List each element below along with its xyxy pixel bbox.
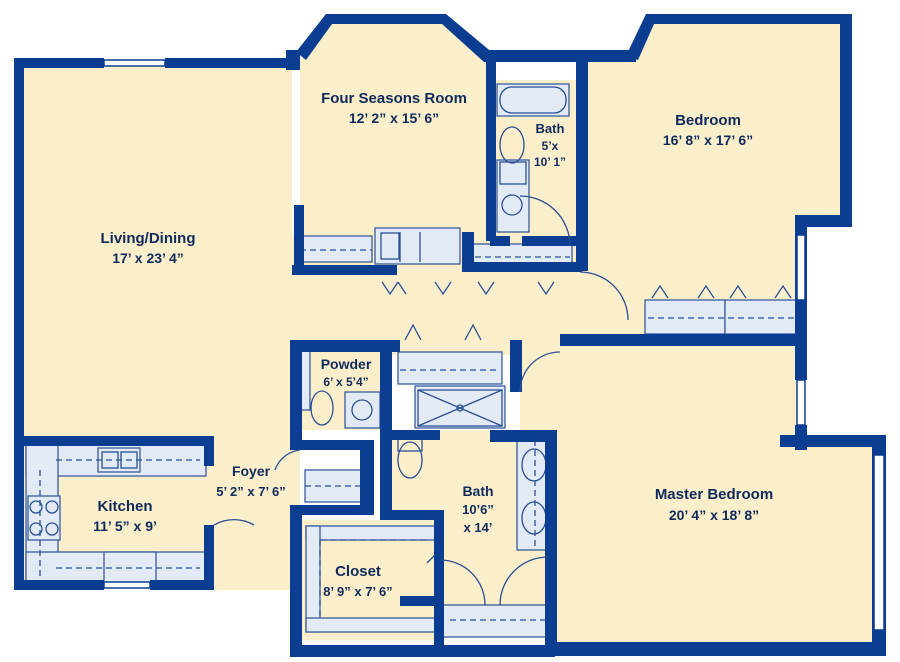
bathtub-upper (496, 83, 570, 117)
room-dims-powder: 6’ x 5’4” (323, 375, 368, 389)
room-dims-master: 20’ 4” x 18’ 8” (669, 507, 759, 523)
closet-shelf-bottom (305, 617, 437, 633)
closet-shelf-top (305, 525, 437, 541)
room-name-four-seasons: Four Seasons Room (321, 90, 467, 107)
room-dims-kitchen: 11’ 5” x 9’ (93, 518, 157, 534)
floor-bedroom (580, 22, 840, 340)
closet-shelf-left (305, 525, 321, 633)
master-bath-counter (439, 604, 551, 638)
room-dims-bath-upper-1: 5’x (542, 139, 559, 153)
room-name-bath-master: Bath (462, 483, 493, 499)
linen-closet (397, 351, 503, 385)
vanity-upper (496, 159, 530, 233)
room-dims-closet: 8’ 9” x 7’ 6” (323, 584, 392, 599)
powder-vanity (344, 391, 381, 429)
bedroom-closet-1 (644, 299, 726, 335)
bedroom-closet-2 (724, 299, 798, 335)
floor-four-seasons (300, 22, 490, 235)
room-dims-bath-master-1: 10’6” (462, 502, 494, 517)
room-dims-bath-upper-2: 10’ 1” (534, 155, 566, 169)
room-name-master: Master Bedroom (655, 486, 773, 503)
room-dims-foyer: 5’ 2” x 7’ 6” (216, 484, 285, 499)
room-dims-living: 17’ x 23’ 4” (112, 250, 184, 266)
fixtures (25, 83, 798, 638)
room-name-kitchen: Kitchen (97, 498, 152, 515)
fixture-details (29, 86, 795, 621)
wet-bar (374, 227, 461, 265)
room-dims-bath-master-2: x 14’ (464, 520, 493, 535)
room-name-bedroom: Bedroom (675, 112, 741, 129)
room-name-foyer: Foyer (232, 463, 271, 479)
room-name-powder: Powder (321, 356, 372, 372)
room-dims-bedroom: 16’ 8” x 17’ 6” (663, 132, 753, 148)
floor-living-lower (20, 300, 290, 440)
room-name-living: Living/Dining (101, 230, 196, 247)
room-name-closet: Closet (335, 563, 381, 580)
kitchen-stove (27, 495, 61, 541)
floor-foyer (210, 440, 300, 590)
doors (213, 195, 792, 606)
room-labels: Four Seasons Room 12’ 2” x 15’ 6” Bath 5… (93, 90, 773, 599)
windows (103, 59, 885, 631)
shelf-left (299, 235, 373, 263)
room-name-bath-upper: Bath (536, 121, 565, 136)
room-dims-four-seasons: 12’ 2” x 15’ 6” (349, 110, 439, 126)
floor-master (520, 345, 880, 650)
